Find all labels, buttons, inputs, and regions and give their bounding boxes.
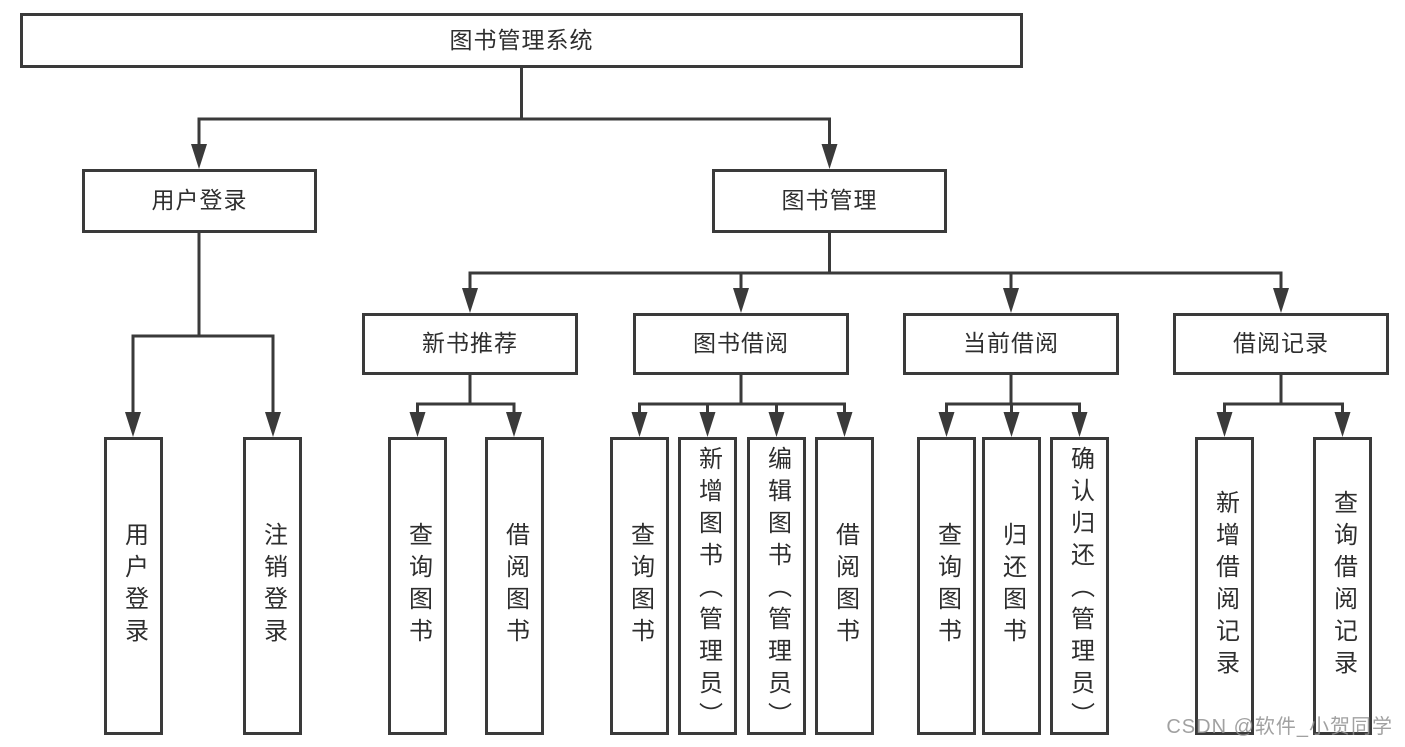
leaf-add-borrow-record: 新增借阅记录 xyxy=(1195,437,1254,735)
node-new-book-recommend: 新书推荐 xyxy=(362,313,578,375)
node-current-borrowing: 当前借阅 xyxy=(903,313,1119,375)
node-user-login: 用户登录 xyxy=(82,169,317,233)
leaf-query-borrow-record: 查询借阅记录 xyxy=(1313,437,1372,735)
leaf-query-books-current: 查询图书 xyxy=(917,437,976,735)
leaf-borrow-books: 借阅图书 xyxy=(815,437,874,735)
node-book-management: 图书管理 xyxy=(712,169,947,233)
leaf-query-books-recommend: 查询图书 xyxy=(388,437,447,735)
leaf-confirm-return-admin: 确认归还（管理员） xyxy=(1050,437,1109,735)
leaf-return-books: 归还图书 xyxy=(982,437,1041,735)
leaf-user-login: 用户登录 xyxy=(104,437,163,735)
leaf-borrow-books-recommend: 借阅图书 xyxy=(485,437,544,735)
leaf-add-book-admin: 新增图书（管理员） xyxy=(678,437,737,735)
csdn-watermark: CSDN @软件_小贺同学 xyxy=(1166,716,1393,738)
leaf-logout: 注销登录 xyxy=(243,437,302,735)
leaf-query-books-borrowing: 查询图书 xyxy=(610,437,669,735)
node-root-library-system: 图书管理系统 xyxy=(20,13,1023,68)
node-book-borrowing: 图书借阅 xyxy=(633,313,849,375)
node-borrowing-records: 借阅记录 xyxy=(1173,313,1389,375)
leaf-edit-book-admin: 编辑图书（管理员） xyxy=(747,437,806,735)
